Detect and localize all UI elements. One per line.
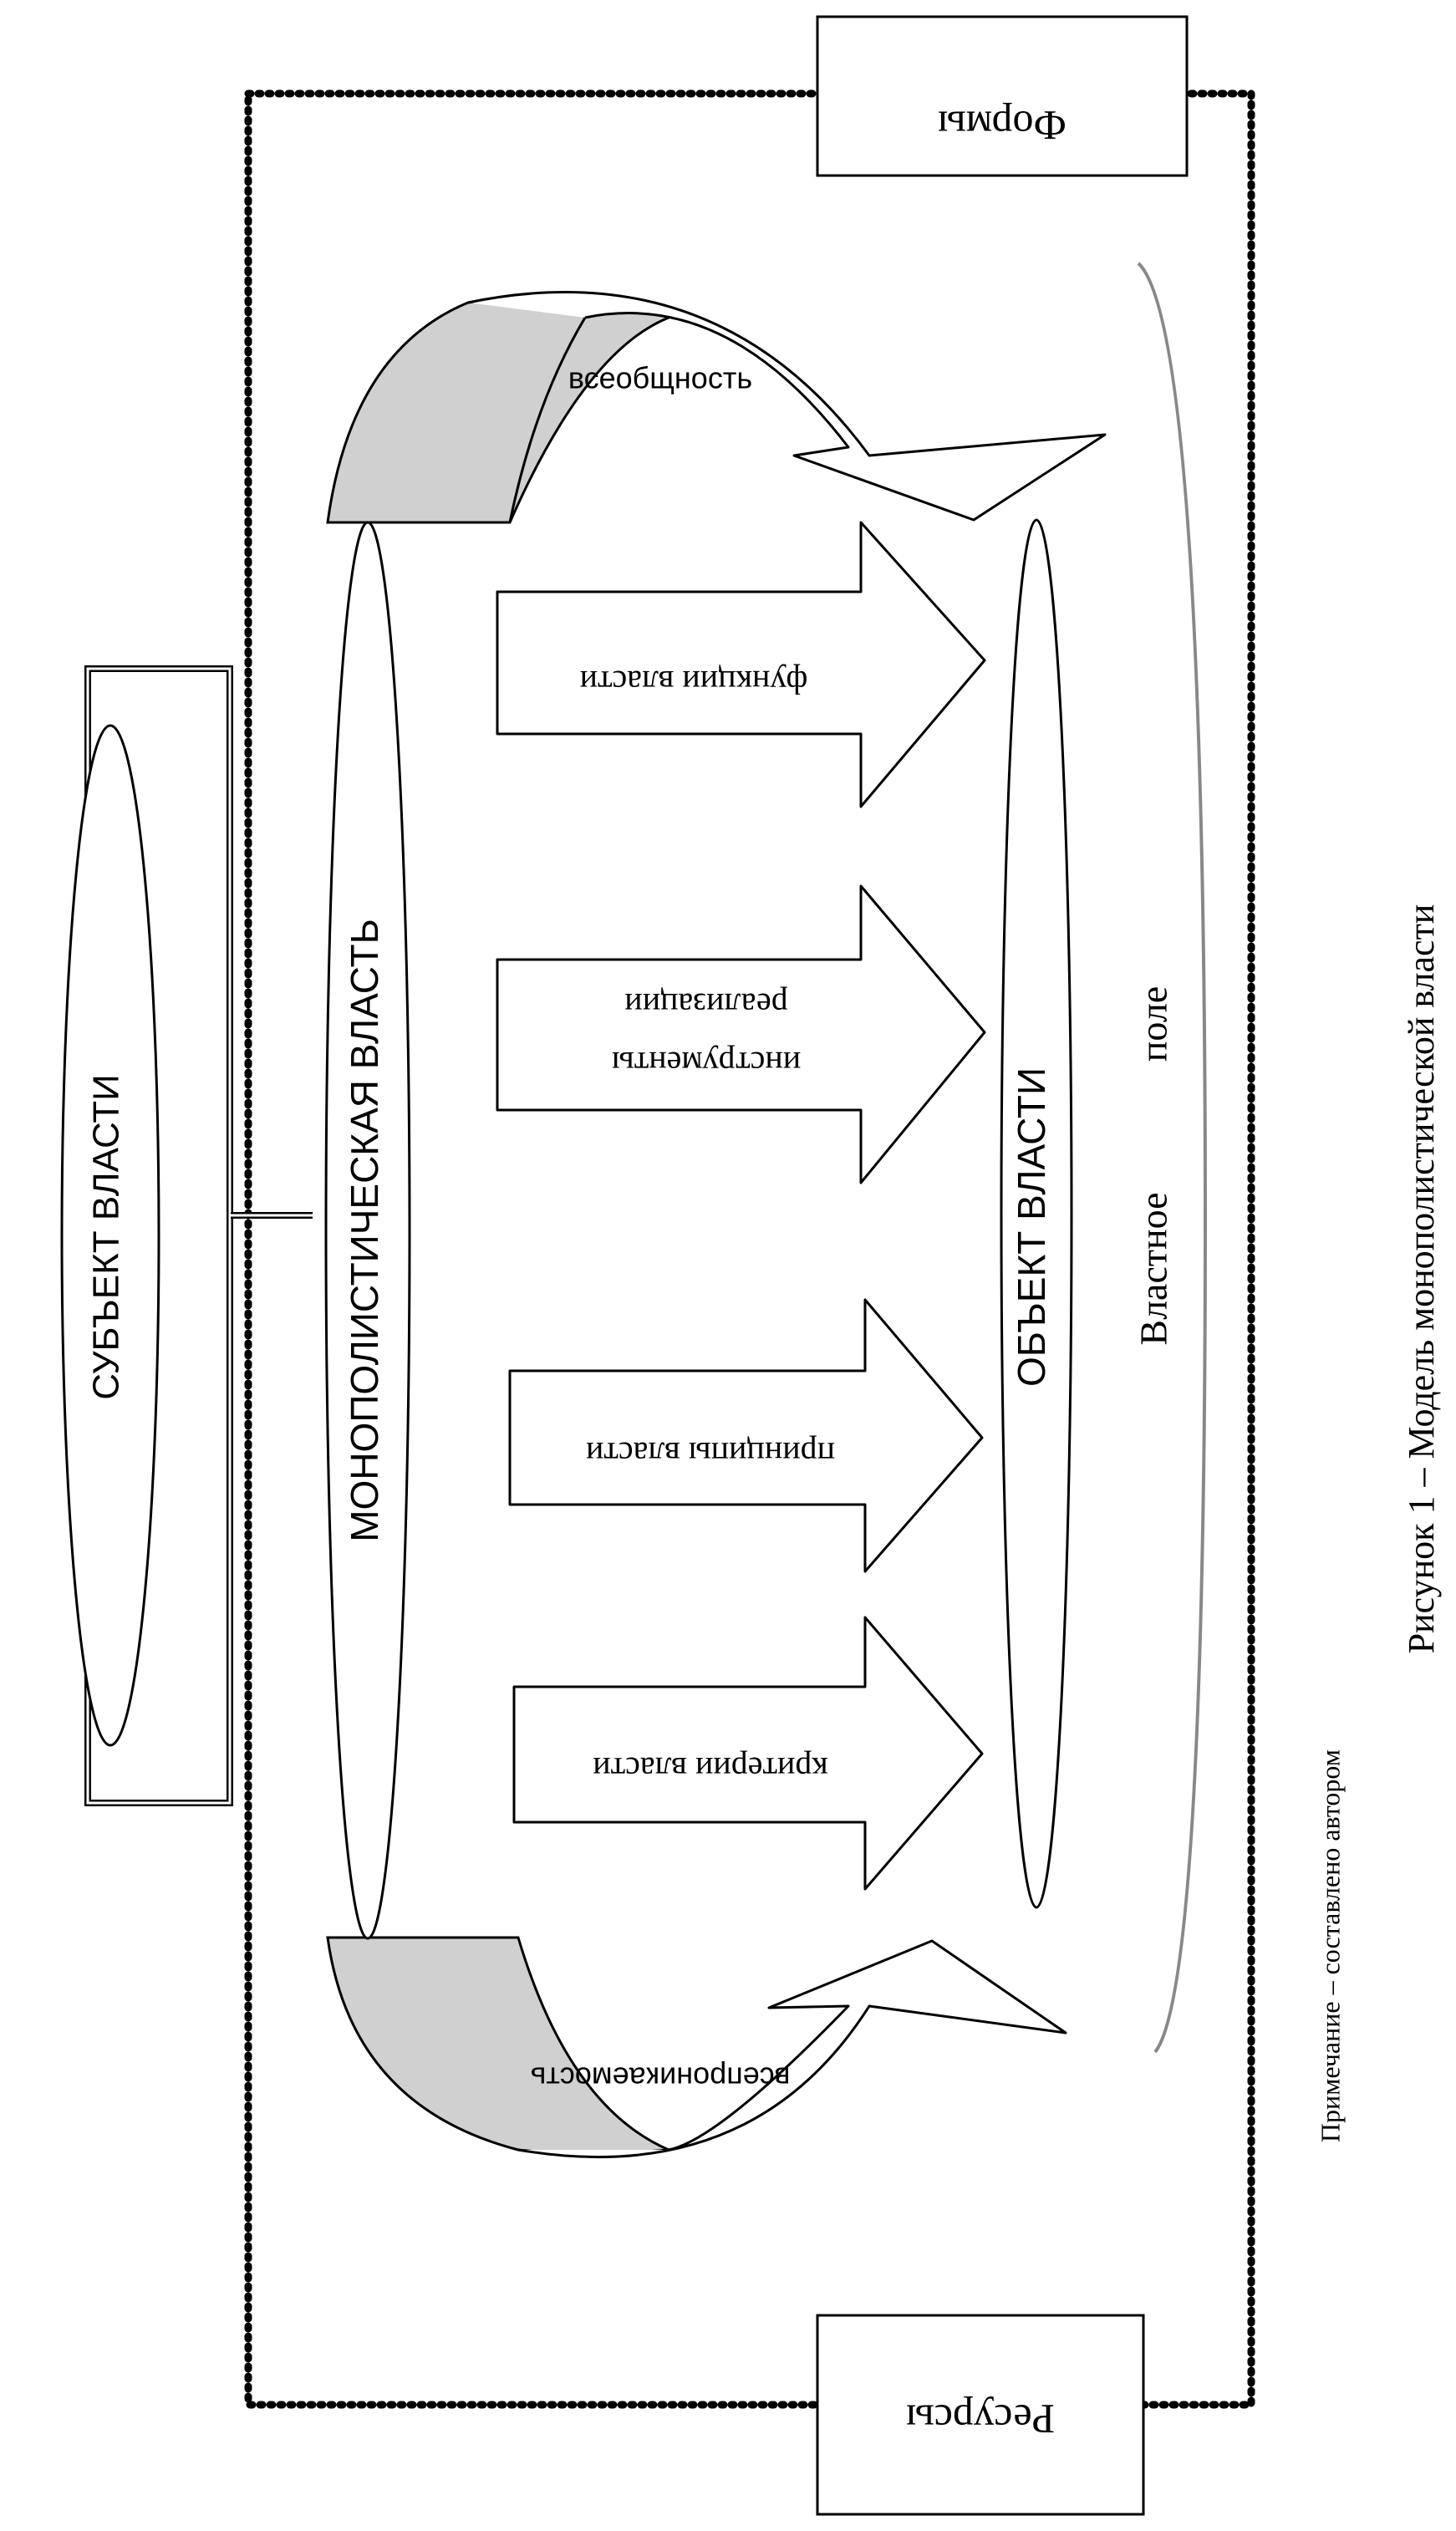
center-ellipse — [324, 521, 411, 1940]
forms-box — [816, 15, 1189, 177]
arc-bottom-arrow: всепроникаемость — [326, 1936, 1067, 2159]
arrow-label-line1: инструменты — [612, 1045, 801, 1082]
center-label: МОНОПОЛИСТИЧЕСКАЯ ВЛАСТЬ — [343, 919, 386, 1542]
resources-label: Ресурсы — [906, 2396, 1055, 2443]
figure-caption: Рисунок 1 – Модель монополистической вла… — [1401, 904, 1442, 1654]
object-label: ОБЪЕКТ ВЛАСТИ — [1010, 1067, 1053, 1387]
arrow-functions: функции власти — [496, 521, 986, 808]
field-word-1: Властное — [1133, 1192, 1175, 1345]
arc-top-label: всеобщность — [568, 361, 752, 395]
arrow-label-line2: реализации — [624, 986, 788, 1024]
note: Примечание – составлено автором — [1315, 1749, 1345, 2142]
arrow-label: принципы власти — [586, 1435, 835, 1473]
object-ellipse — [1000, 518, 1073, 1909]
dotted-frame — [244, 89, 1255, 2409]
arrow-criteria: критерии власти — [512, 1616, 984, 1891]
arrow-label: функции власти — [580, 664, 808, 701]
field-bracket — [1137, 262, 1208, 2054]
subject-label: СУБЪЕКТ ВЛАСТИ — [86, 1074, 127, 1400]
field-word-2: поле — [1133, 986, 1175, 1062]
arc-bottom-label: всепроникаемость — [531, 2060, 791, 2095]
resources-box — [816, 2314, 1145, 2516]
subject-ellipse — [60, 724, 160, 1747]
arrow-principles: принципы власти — [508, 1298, 984, 1573]
arrow-label: критерии власти — [593, 1750, 828, 1788]
arc-top-arrow: всеобщность — [326, 290, 1107, 524]
forms-label: Формы — [938, 103, 1067, 150]
arrow-instruments: инструменты реализации — [496, 884, 986, 1184]
